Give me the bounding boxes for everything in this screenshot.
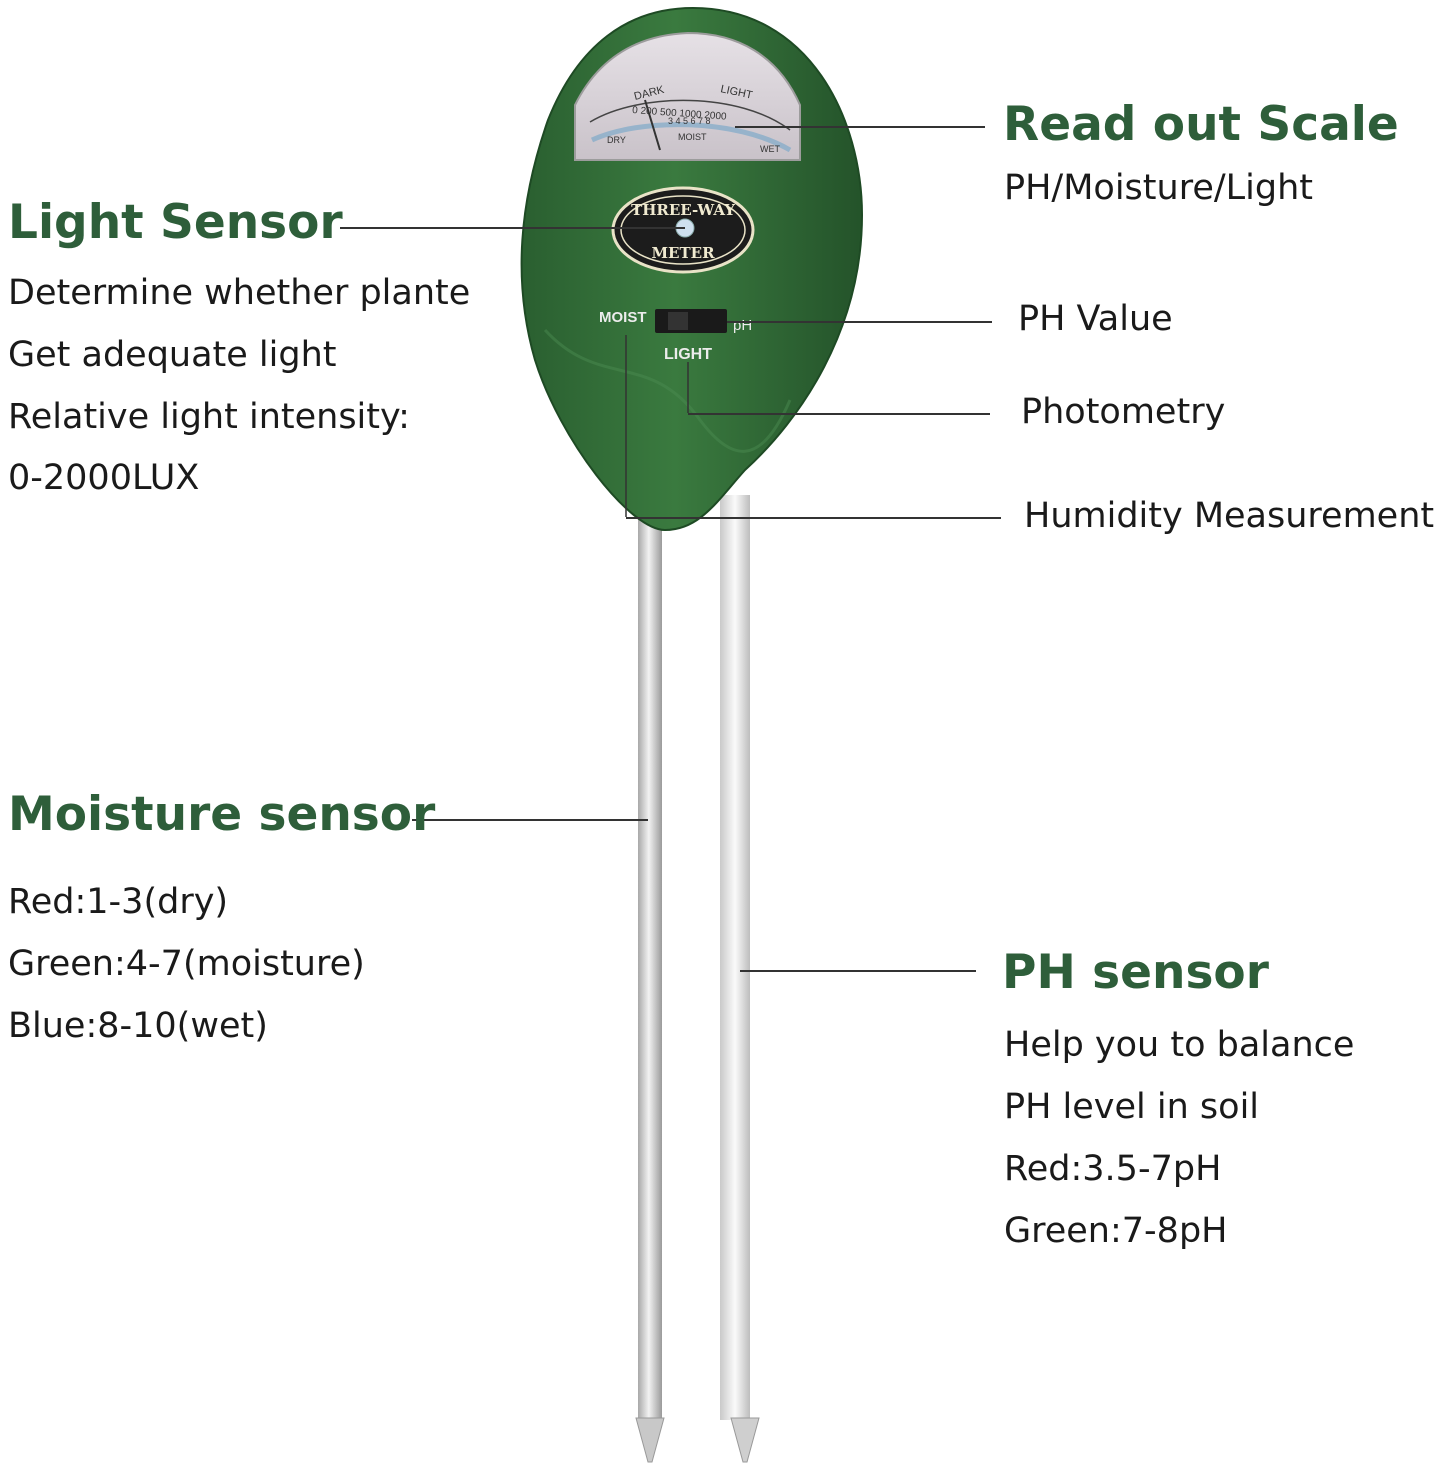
dial-arc (589, 99, 791, 131)
light-sensor-line-4: 0-2000LUX (8, 458, 200, 498)
read-out-scale-subtitle: PH/Moisture/Light (1004, 168, 1313, 208)
ph-sensor-leader (740, 970, 976, 972)
moisture-sensor-line-3: Blue:8-10(wet) (8, 1006, 268, 1046)
moisture-sensor-line-2: Green:4-7(moisture) (8, 944, 365, 984)
switch-light-label: LIGHT (664, 346, 712, 363)
ph-value-leader (727, 321, 992, 323)
photometry-label: Photometry (1021, 392, 1226, 432)
light-sensor-leader (340, 227, 685, 229)
moisture-sensor-title: Moisture sensor (8, 787, 436, 842)
read-out-scale-leader (735, 126, 985, 128)
ph-sensor-title: PH sensor (1002, 945, 1269, 1000)
switch-ph-label: pH (733, 317, 752, 334)
light-sensor-line-3: Relative light intensity: (8, 397, 410, 437)
badge-bottom-text: METER (651, 244, 715, 262)
read-out-scale-title: Read out Scale (1003, 97, 1399, 152)
dial-ph-scale: 3 4 5 6 7 8 (668, 116, 711, 126)
ph-probe (720, 495, 760, 1463)
dial-needle (644, 99, 661, 151)
ph-value-label: PH Value (1018, 299, 1173, 339)
light-sensor-line-1: Determine whether plante (8, 273, 471, 313)
dial-color-band (590, 122, 792, 153)
ph-sensor-line-2: PH level in soil (1004, 1087, 1260, 1127)
dial-moist-label: MOIST (678, 132, 707, 142)
moisture-sensor-line-1: Red:1-3(dry) (8, 882, 229, 922)
humidity-leader (626, 517, 1001, 519)
badge-top-text: THREE-WAY (631, 201, 735, 219)
humidity-label: Humidity Measurement (1024, 496, 1435, 536)
ph-sensor-line-3: Red:3.5-7pH (1004, 1149, 1222, 1189)
switch-moist-label: MOIST (599, 309, 647, 326)
light-sensor-title: Light Sensor (8, 195, 343, 250)
light-sensor-line-2: Get adequate light (8, 335, 337, 375)
moisture-probe (635, 500, 665, 1463)
mode-switch (655, 309, 727, 333)
ph-sensor-line-1: Help you to balance (1004, 1025, 1355, 1065)
ph-sensor-line-4: Green:7-8pH (1004, 1211, 1228, 1251)
dial-wet-label: WET (760, 144, 780, 154)
dial-dry-label: DRY (607, 135, 626, 145)
photometry-leader (688, 413, 990, 415)
moisture-sensor-leader (412, 819, 648, 821)
